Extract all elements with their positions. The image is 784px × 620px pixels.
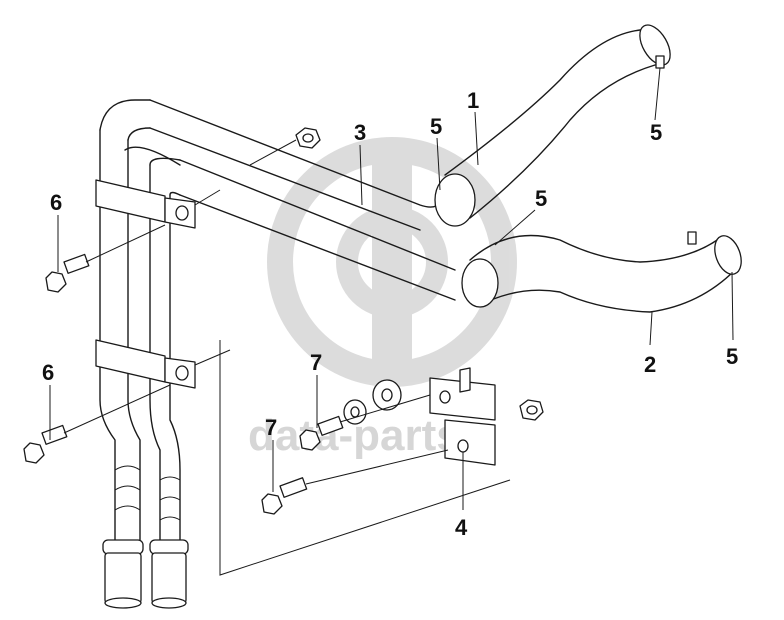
callout-clamp-c: 5 bbox=[535, 186, 547, 211]
tube-bracket-upper bbox=[95, 179, 196, 229]
washer-small bbox=[343, 399, 367, 425]
callout-hose-upper: 1 bbox=[467, 88, 479, 113]
callout-bolt-lower: 6 bbox=[42, 360, 54, 385]
bolt-bracket-lower bbox=[261, 449, 449, 515]
hose-upper bbox=[434, 24, 671, 227]
leader-lines bbox=[49, 67, 734, 510]
callout-bolt-bracket-upper: 7 bbox=[310, 350, 322, 375]
washer-large bbox=[372, 379, 402, 411]
nut-upper bbox=[249, 127, 321, 166]
callout-hose-lower: 2 bbox=[644, 352, 656, 377]
reference-frame bbox=[194, 189, 511, 576]
bolt-lower bbox=[23, 384, 171, 464]
callout-bracket: 4 bbox=[455, 515, 468, 540]
bolt-bracket-upper bbox=[299, 394, 431, 451]
tube-bracket-lower bbox=[95, 339, 196, 389]
callout-pipe-assembly: 3 bbox=[354, 120, 366, 145]
bolt-upper bbox=[45, 224, 166, 293]
pipe-assembly bbox=[99, 99, 456, 609]
callout-bolt-upper: 6 bbox=[50, 190, 62, 215]
watermark-logo bbox=[267, 137, 517, 387]
callout-clamp-d: 5 bbox=[726, 344, 738, 369]
callout-clamp-a: 5 bbox=[430, 114, 442, 139]
callout-bolt-bracket-lower: 7 bbox=[265, 415, 277, 440]
bracket bbox=[429, 367, 496, 466]
hose-lower bbox=[461, 231, 742, 313]
nut-bracket bbox=[519, 399, 544, 421]
callout-clamp-b: 5 bbox=[650, 120, 662, 145]
